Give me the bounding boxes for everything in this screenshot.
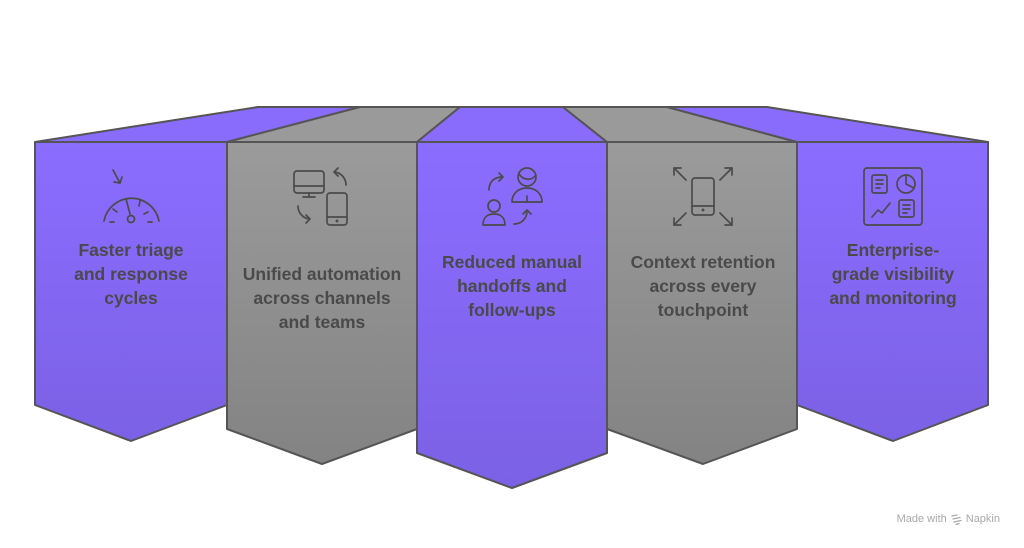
made-with-label: Made with bbox=[896, 513, 947, 525]
panel-1-label-line-2: and response bbox=[74, 264, 188, 284]
expand-phone-icon bbox=[673, 167, 733, 226]
dashboard-icon bbox=[863, 167, 923, 226]
panel-5-front bbox=[796, 141, 989, 442]
panel-3-label-line-1: Reduced manual bbox=[442, 252, 582, 272]
panel-3-front bbox=[416, 141, 608, 489]
panel-4-label-line-3: touchpoint bbox=[658, 300, 749, 320]
panel-enterprise-visibility: Enterprise- grade visibility and monitor… bbox=[796, 141, 989, 442]
panel-3-label-line-3: follow-ups bbox=[468, 300, 556, 320]
panel-5-label-line-1: Enterprise- bbox=[847, 240, 940, 260]
panel-2-label-line-2: across channels bbox=[253, 288, 390, 308]
panel-2-label-line-3: and teams bbox=[279, 312, 366, 332]
napkin-logo-icon bbox=[951, 513, 962, 525]
panel-2-front bbox=[226, 141, 418, 465]
panel-reduced-handoffs: Reduced manual handoffs and follow-ups bbox=[416, 141, 608, 489]
panel-1-label-line-3: cycles bbox=[104, 288, 158, 308]
panel-unified-automation: Unified automation across channels and t… bbox=[226, 141, 418, 465]
device-sync-icon bbox=[293, 167, 348, 226]
panel-4-label-line-1: Context retention bbox=[631, 252, 776, 272]
panel-4-label-line-2: across every bbox=[649, 276, 756, 296]
napkin-brand-label: Napkin bbox=[965, 513, 1000, 525]
panel-context-retention: Context retention across every touchpoin… bbox=[606, 141, 798, 465]
panel-2-label-line-1: Unified automation bbox=[243, 264, 401, 284]
panel-1-label-line-1: Faster triage bbox=[78, 240, 183, 260]
panel-5-label-line-3: and monitoring bbox=[829, 288, 956, 308]
panel-3-label-line-2: handoffs and bbox=[457, 276, 567, 296]
handoff-icon bbox=[482, 167, 543, 226]
panel-faster-triage: Faster triage and response cycles bbox=[34, 141, 228, 442]
top-faces bbox=[34, 106, 989, 143]
gauge-icon bbox=[103, 169, 160, 224]
panel-1-front bbox=[34, 141, 228, 442]
panel-5-label-line-2: grade visibility bbox=[832, 264, 955, 284]
panel-4-front bbox=[606, 141, 798, 465]
made-with-napkin-badge[interactable]: Made with Napkin bbox=[897, 513, 1000, 525]
